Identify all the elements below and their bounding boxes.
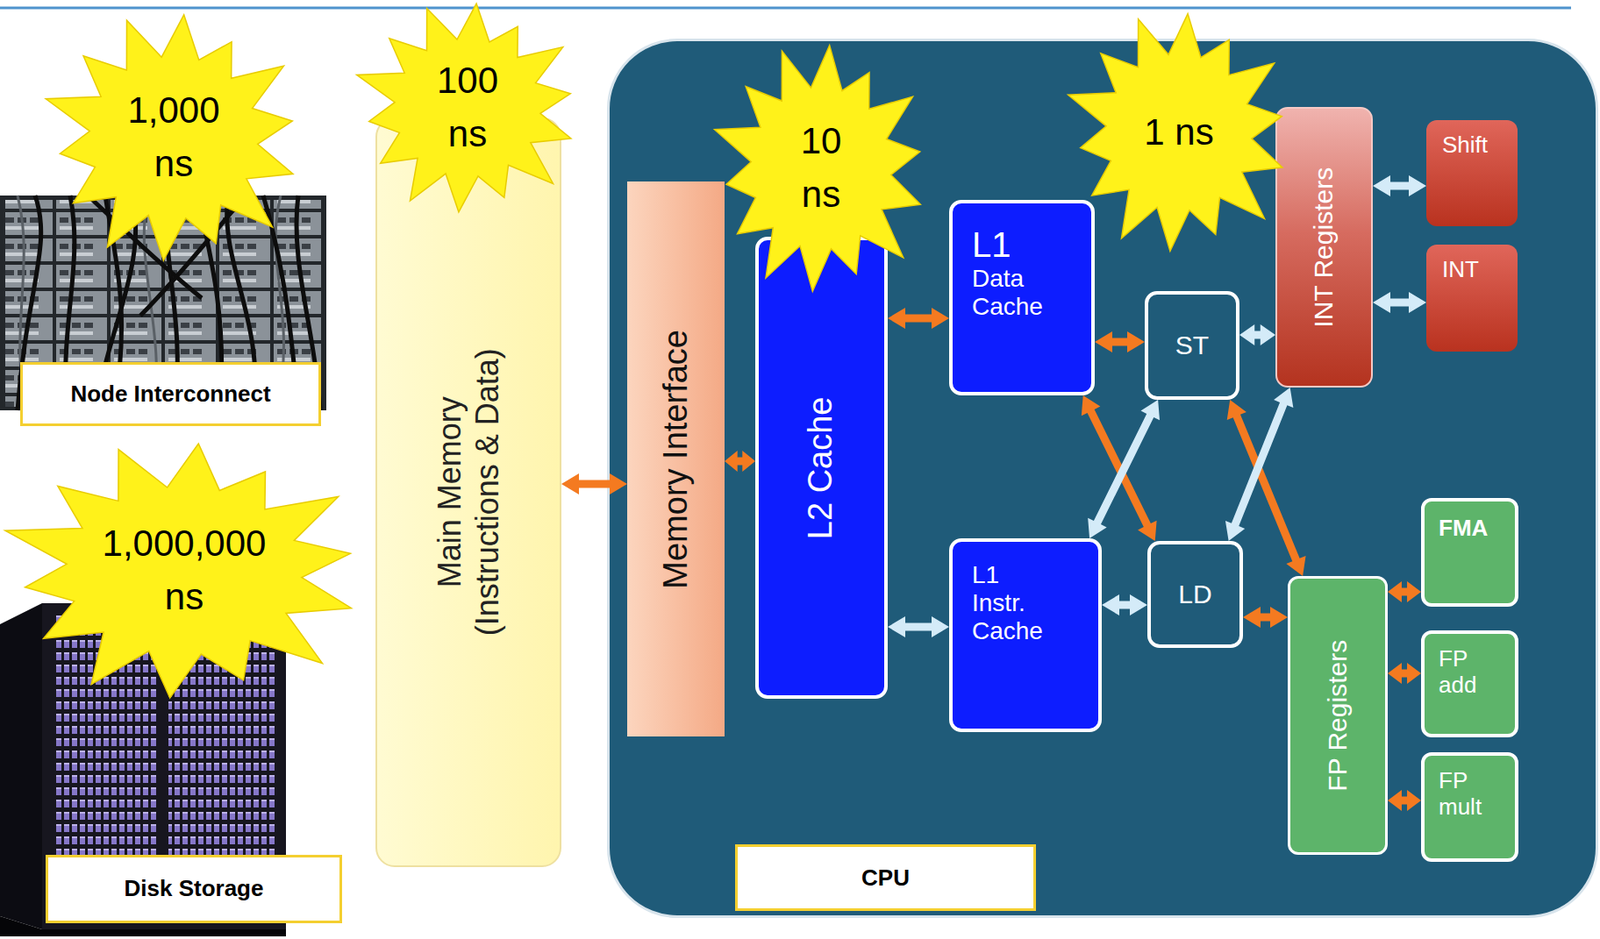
cache-block: L1Data Cache xyxy=(949,200,1095,396)
label-box: Node Interconnect xyxy=(20,362,322,427)
latency-burst-text: 10 ns xyxy=(800,114,843,222)
cpu-panel-text: CPU xyxy=(735,844,1036,912)
rule-line xyxy=(0,7,1572,10)
cache-block-text: L2 Cache xyxy=(802,396,842,540)
register-file-text: FP Registers xyxy=(1322,640,1354,793)
unit-box: ST xyxy=(1144,291,1240,400)
alu-box: FMA xyxy=(1421,498,1519,608)
latency-burst-texts: 10 ns xyxy=(800,114,843,222)
alu-box: INT xyxy=(1426,244,1518,352)
memory-block-text: (Instructions & Data) xyxy=(468,348,507,636)
burst-shape xyxy=(5,443,352,699)
latency-burst: 10 ns xyxy=(711,41,931,296)
latency-burst: 1,000 ns xyxy=(42,10,306,265)
register-file: INT Registers xyxy=(1275,107,1373,388)
cache-block: L1 Instr. Cache xyxy=(949,538,1102,733)
alu-box-texts: INT xyxy=(1442,257,1479,284)
label-box-texts: Disk Storage xyxy=(124,876,265,903)
burst-outline xyxy=(0,439,369,703)
cache-block: L2 Cache xyxy=(755,236,888,700)
burst-outline xyxy=(353,0,582,216)
unit-box-text: LD xyxy=(1178,579,1212,611)
interface-block-text: Memory Interface xyxy=(657,329,696,590)
alu-box-texts: Shift xyxy=(1442,132,1488,159)
alu-box-texts: FMA xyxy=(1438,515,1488,543)
latency-burst: 1,000,000 ns xyxy=(0,439,369,703)
cache-block-texts: L1Data Cache xyxy=(971,224,1043,322)
latency-burst-text: 1 ns xyxy=(1143,106,1214,160)
memory-block-text: Main Memory xyxy=(430,396,469,588)
alu-box-text: FP mult xyxy=(1438,768,1482,822)
cache-block-text: Data Cache xyxy=(971,264,1043,322)
latency-burst-texts: 1,000 ns xyxy=(127,84,220,192)
alu-box-text: Shift xyxy=(1442,132,1488,159)
latency-burst-text: 1,000 ns xyxy=(127,84,220,192)
latency-burst-text: 1,000,000 ns xyxy=(102,517,267,625)
latency-burst: 100 ns xyxy=(353,0,582,216)
alu-box: Shift xyxy=(1426,120,1518,227)
unit-box-texts: LD xyxy=(1178,579,1212,611)
memory-block: Main Memory(Instructions & Data) xyxy=(375,117,562,868)
rack-side xyxy=(0,603,43,930)
cache-block-texts: L2 Cache xyxy=(802,396,842,540)
unit-box: LD xyxy=(1147,541,1243,649)
unit-box-texts: ST xyxy=(1175,330,1209,362)
unit-box-text: ST xyxy=(1175,330,1209,362)
alu-box: FP mult xyxy=(1421,752,1519,863)
label-box-texts: Node Interconnect xyxy=(70,381,271,408)
burst-shape xyxy=(45,14,293,261)
alu-box-text: FMA xyxy=(1438,515,1488,543)
burst-outline xyxy=(42,10,306,265)
latency-burst-texts: 1 ns xyxy=(1143,106,1214,160)
cache-block-texts: L1 Instr. Cache xyxy=(971,561,1043,647)
interface-block-texts: Memory Interface xyxy=(657,329,696,590)
cache-block-text: L1 Instr. Cache xyxy=(971,561,1043,647)
latency-burst-texts: 100 ns xyxy=(436,54,499,162)
latency-burst-text: 100 ns xyxy=(436,54,499,162)
register-file-texts: FP Registers xyxy=(1322,640,1354,793)
burst-outline xyxy=(711,41,931,296)
alu-box-text: FP add xyxy=(1438,646,1477,700)
alu-box-texts: FP mult xyxy=(1438,768,1482,822)
cpu-panel-texts: CPU xyxy=(735,844,1036,912)
memory-block-texts: Main Memory(Instructions & Data) xyxy=(430,348,507,636)
latency-burst: 1 ns xyxy=(1064,9,1293,256)
alu-box-texts: FP add xyxy=(1438,646,1477,700)
alu-box-text: INT xyxy=(1442,257,1479,284)
interface-block: Memory Interface xyxy=(627,181,725,737)
cache-block-text: L1 xyxy=(971,224,1012,265)
register-file-texts: INT Registers xyxy=(1308,167,1340,329)
register-file: FP Registers xyxy=(1287,576,1388,856)
label-box-text: Node Interconnect xyxy=(70,381,271,408)
register-file-text: INT Registers xyxy=(1308,167,1340,329)
alu-box: FP add xyxy=(1421,630,1519,738)
label-box: Disk Storage xyxy=(45,855,343,924)
latency-burst-texts: 1,000,000 ns xyxy=(102,517,267,625)
label-box-text: Disk Storage xyxy=(124,876,265,903)
